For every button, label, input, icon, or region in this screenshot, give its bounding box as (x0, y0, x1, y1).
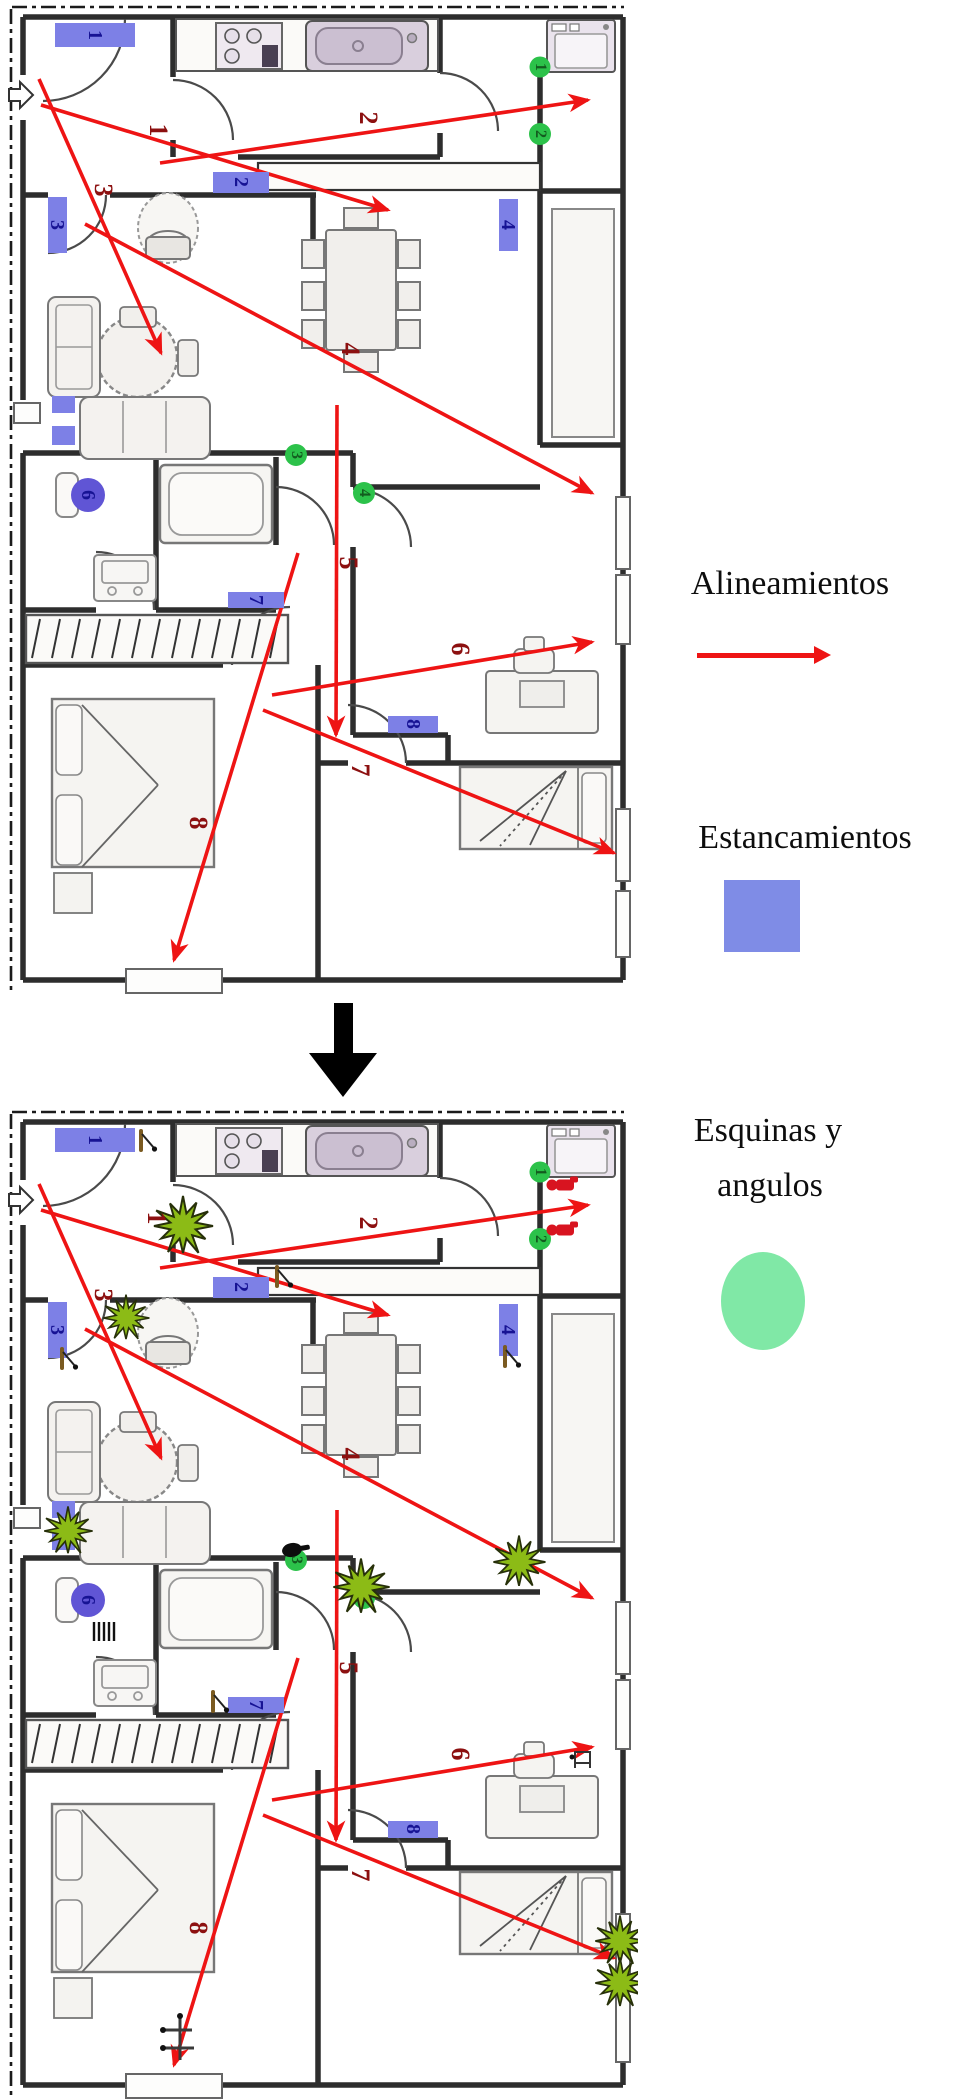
alignment-arrow-label: 6 (446, 642, 475, 656)
alignments-legend-label: Alineamientos (690, 565, 890, 602)
corners-legend-label-line2: angulos (717, 1167, 823, 1204)
alignment-arrow-label: 7 (346, 1868, 375, 1882)
transition-arrow-stem (334, 1003, 353, 1055)
stagnation-marker-label: 2 (230, 1282, 252, 1292)
alignment-arrow-label: 1 (142, 1211, 171, 1225)
alignment-arrow-label: 4 (336, 342, 365, 356)
alignments-legend-arrow (697, 646, 837, 664)
alignment-arrow-label: 1 (144, 123, 173, 137)
stagnation-marker-label: 1 (84, 1135, 106, 1145)
stagnation-marker-label: 6 (77, 490, 99, 500)
legend-arrow-line (697, 653, 817, 658)
stagnation-marker-label: 3 (46, 220, 68, 230)
alignment-arrow-label: 2 (354, 1216, 383, 1230)
corners-legend-swatch (721, 1252, 805, 1350)
alignment-arrow-label: 6 (446, 1747, 475, 1761)
stagnation-marker-label: 4 (497, 1325, 519, 1335)
stagnation-marker-label: 7 (245, 595, 267, 605)
corner-marker-label: 4 (356, 489, 373, 497)
stagnation-marker-label: 2 (230, 177, 252, 187)
corner-marker-label: 1 (532, 1168, 549, 1176)
stagnation-marker-label: 8 (402, 1824, 424, 1834)
stagnation-marker-label: 7 (245, 1700, 267, 1710)
alignment-arrow-label: 7 (346, 763, 375, 777)
alignment-arrow-label: 5 (334, 556, 363, 570)
radiator-icon (92, 1622, 116, 1641)
stagnation-marker-label: 3 (46, 1325, 68, 1335)
corner-marker-label: 1 (532, 63, 549, 71)
alignment-arrow-label: 8 (184, 816, 213, 830)
easel-marker-icon (160, 2013, 194, 2060)
floor-plan-after: 1 2 3 4 5 6 7 8 1 2 3 4 6 7 8 1 2 3 (8, 1110, 638, 2100)
corner-marker-label: 2 (532, 1235, 549, 1243)
stagnations-legend-label: Estancamientos (698, 819, 912, 856)
corners-legend-label-line1: Esquinas y (693, 1112, 843, 1149)
stagnation-marker-label: 6 (77, 1595, 99, 1605)
alignment-arrow-label: 2 (354, 111, 383, 125)
alignment-arrow-label: 5 (334, 1661, 363, 1675)
stagnations-legend-swatch (724, 880, 800, 952)
corner-marker-label: 3 (288, 1556, 305, 1564)
stagnation-marker-label: 1 (84, 30, 106, 40)
floor-plan-before: 1 2 3 4 5 6 7 8 1 2 3 4 6 7 8 1 2 3 4 (8, 5, 638, 995)
alignment-arrow-label: 3 (89, 183, 118, 197)
corner-marker-label: 2 (532, 130, 549, 138)
stagnation-marker-label: 4 (497, 220, 519, 230)
alignment-arrow-label: 8 (184, 1921, 213, 1935)
alignment-arrow-label: 4 (336, 1447, 365, 1461)
alignment-arrow-label: 3 (89, 1288, 118, 1302)
mini-table-icon (569, 1751, 591, 1768)
stagnation-marker-label: 8 (402, 719, 424, 729)
transition-arrow-head (309, 1053, 377, 1097)
legend-arrow-head (814, 646, 831, 664)
corner-marker-label: 3 (288, 451, 305, 459)
